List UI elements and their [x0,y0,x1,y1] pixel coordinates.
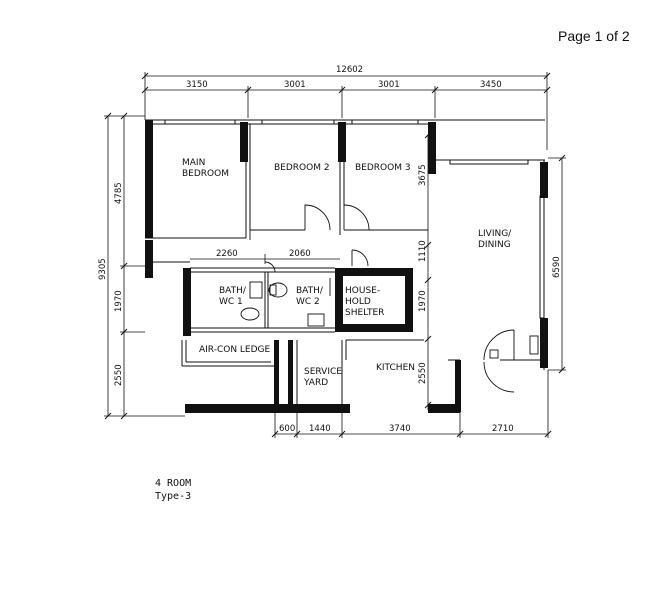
dim-left-1: 4785 [114,182,124,204]
bath1-label-2: WC 1 [219,297,243,307]
dim-top-4: 3450 [480,80,502,90]
dim-bottom-2: 1440 [309,424,331,434]
shelter-label-3: SHELTER [345,308,384,318]
bath2-label-1: BATH/ [296,286,324,296]
dim-top-3: 3001 [378,80,400,90]
dim-bottom-3: 3740 [389,424,411,434]
door-swings [249,204,540,393]
dim-bottom-4: 2710 [492,424,514,434]
aircon-ledge-label: AIR-CON LEDGE [199,345,271,355]
dim-inner-3675: 3675 [418,164,428,186]
dim-bottom-1: 600 [279,424,295,434]
living-label-2: DINING [478,240,511,250]
shelter-label-1: HOUSE- [345,286,380,296]
main-bedroom-label-2: BEDROOM [182,169,229,179]
dim-bath-2260: 2260 [216,249,238,259]
dim-top-1: 3150 [186,80,208,90]
service-yard-label-2: YARD [303,378,328,388]
bath2-label-2: WC 2 [296,297,320,307]
service-yard-label-1: SERVICE [304,367,342,377]
unit-subtype-caption: Type-3 [155,491,192,502]
bedroom-2-label: BEDROOM 2 [274,163,330,173]
dim-left-overall: 9305 [98,258,108,280]
dim-inner-1970: 1970 [418,290,428,312]
dim-top-2: 3001 [284,80,306,90]
kitchen-label: KITCHEN [376,363,415,373]
living-label-1: LIVING/ [478,229,512,239]
bathroom-fixtures [240,278,331,327]
main-bedroom-label-1: MAIN [182,158,205,168]
dim-bath-2060: 2060 [289,249,311,259]
unit-type-caption: 4 ROOM [155,478,192,489]
page-number: Page 1 of 2 [558,28,630,44]
dim-left-3: 2550 [114,364,124,386]
dim-left-2: 1970 [114,290,124,312]
shelter-label-2: HOLD [345,297,371,307]
dim-overall-width: 12602 [336,65,363,75]
dim-inner-2550: 2550 [418,362,428,384]
structural-walls [145,120,548,413]
bath1-label-1: BATH/ [219,286,247,296]
dimension-lines [104,72,566,438]
bedroom-3-label: BEDROOM 3 [355,163,411,173]
dimension-ticks [104,72,566,438]
dim-inner-1110: 1110 [418,240,428,262]
dim-right-living: 6590 [552,256,562,278]
